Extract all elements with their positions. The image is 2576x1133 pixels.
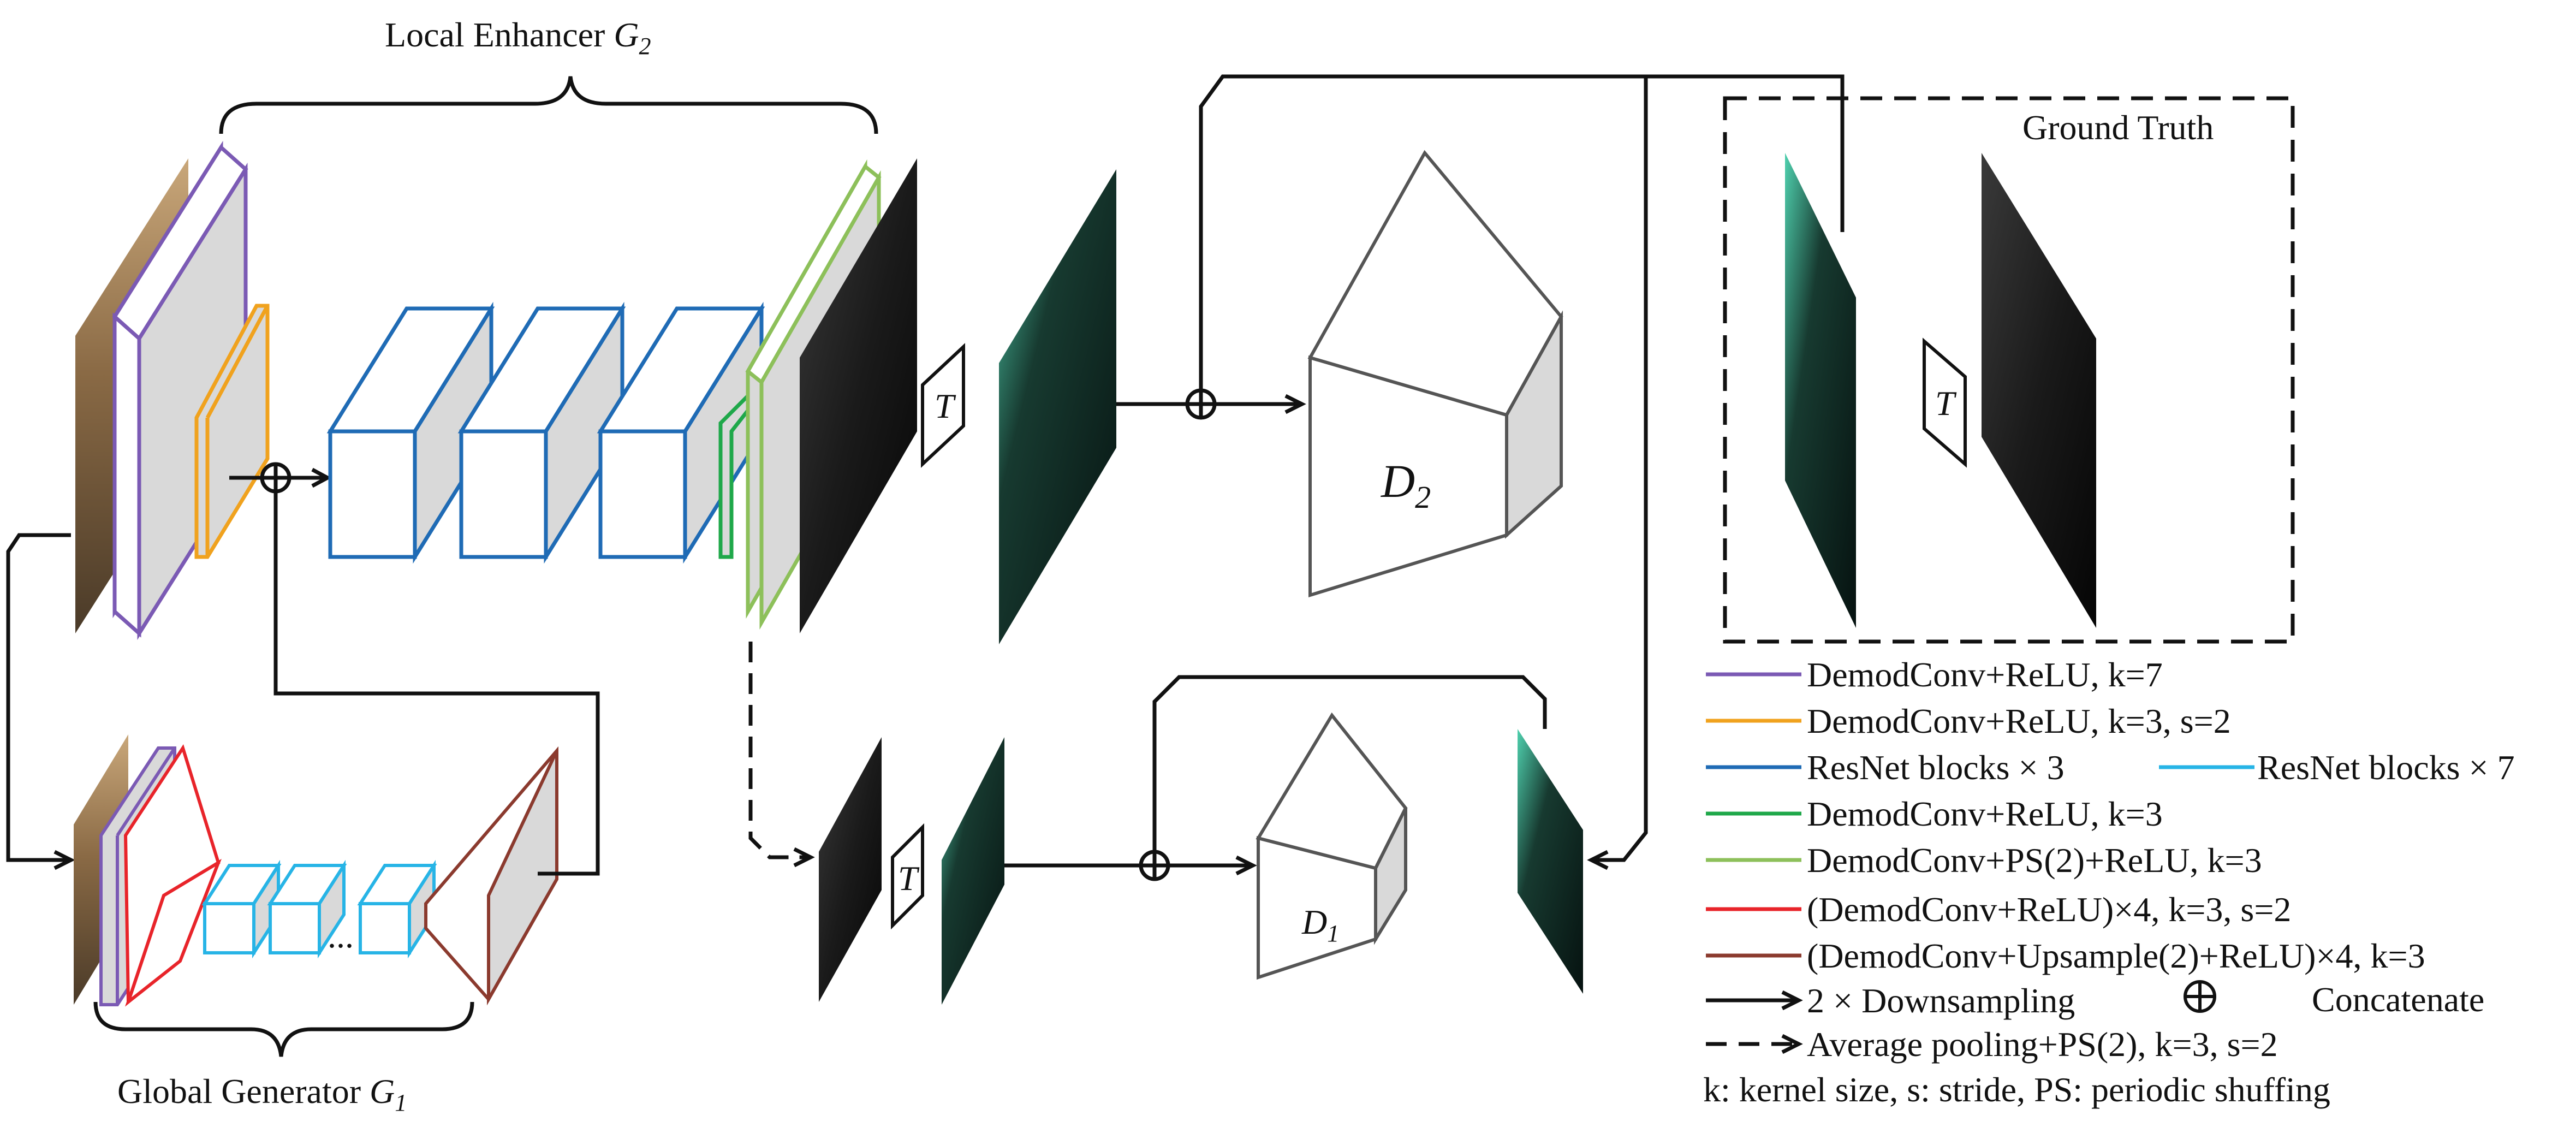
global-generator-brace bbox=[93, 1001, 474, 1057]
g2-transformed-image bbox=[999, 169, 1116, 644]
t-label-bottom: T bbox=[898, 859, 920, 898]
resnet-block-1 bbox=[326, 301, 495, 564]
discriminator-d1 bbox=[1256, 712, 1408, 980]
legend-footnote: k: kernel size, s: stride, PS: periodic … bbox=[1703, 1070, 2330, 1109]
legend-green: DemodConv+ReLU, k=3 bbox=[1807, 794, 2163, 833]
local-enhancer-brace bbox=[219, 76, 878, 134]
conv-k7-face bbox=[112, 312, 141, 638]
g1-transformed-image bbox=[942, 737, 1004, 1005]
resnet-block-2 bbox=[457, 301, 626, 564]
g1-resnet-block-3 bbox=[357, 859, 437, 959]
g1-output-image bbox=[819, 737, 882, 1002]
legend-red: (DemodConv+ReLU)×4, k=3, s=2 bbox=[1807, 890, 2291, 929]
t-box-top bbox=[921, 343, 965, 468]
downsample-to-global bbox=[6, 533, 71, 862]
ground-truth-downsampled bbox=[1518, 729, 1583, 994]
g1-resnet-dots: ... bbox=[328, 916, 354, 955]
global-to-local-connection bbox=[273, 491, 600, 876]
legend-avgpool: Average pooling+PS(2), k=3, s=2 bbox=[1807, 1025, 2278, 1064]
legend: DemodConv+ReLU, k=7 DemodConv+ReLU, k=3,… bbox=[1703, 655, 2515, 1109]
g1-downsample-block bbox=[123, 744, 222, 1007]
g2-output-image bbox=[800, 158, 917, 633]
g1-resnet-block-1 bbox=[201, 859, 282, 959]
t-box-bottom bbox=[891, 823, 924, 930]
legend-lightblue: ResNet blocks × 7 bbox=[2257, 748, 2515, 787]
avgpool-path bbox=[748, 642, 808, 859]
t-label-top: T bbox=[935, 387, 956, 425]
t-box-gt bbox=[1923, 337, 1967, 468]
legend-downsampling: 2 × Downsampling bbox=[1807, 981, 2075, 1020]
ground-truth-teal-image bbox=[1785, 153, 1856, 628]
g1-resnet-block-2 bbox=[267, 859, 347, 959]
legend-orange: DemodConv+ReLU, k=3, s=2 bbox=[1807, 702, 2231, 740]
legend-concatenate: Concatenate bbox=[2312, 980, 2484, 1019]
d1-label: D1 bbox=[1301, 903, 1339, 947]
ground-truth-gray-image bbox=[1982, 153, 2096, 628]
legend-darkblue: ResNet blocks × 3 bbox=[1807, 748, 2065, 787]
legend-brown: (DemodConv+Upsample(2)+ReLU)×4, k=3 bbox=[1807, 936, 2425, 975]
ground-truth-downsample-connection bbox=[1594, 76, 1648, 862]
discriminator-d2 bbox=[1307, 150, 1563, 598]
resnet-block-3 bbox=[597, 301, 765, 564]
t-label-gt: T bbox=[1935, 384, 1957, 423]
legend-lightgreen: DemodConv+PS(2)+ReLU, k=3 bbox=[1807, 841, 2262, 880]
d1-gt-connection bbox=[1152, 675, 1547, 852]
global-generator-label: Global Generator G1 bbox=[117, 1072, 407, 1116]
conv-s2-block bbox=[194, 304, 270, 559]
d2-label: D2 bbox=[1381, 455, 1431, 515]
ground-truth-label: Ground Truth bbox=[2022, 108, 2214, 147]
legend-purple: DemodConv+ReLU, k=7 bbox=[1807, 655, 2163, 694]
ground-truth-to-d2-connection bbox=[1199, 74, 1845, 390]
ground-truth-box bbox=[1723, 96, 2295, 644]
local-enhancer-label: Local Enhancer G2 bbox=[385, 15, 651, 60]
g1-upsample-block bbox=[424, 746, 558, 1006]
